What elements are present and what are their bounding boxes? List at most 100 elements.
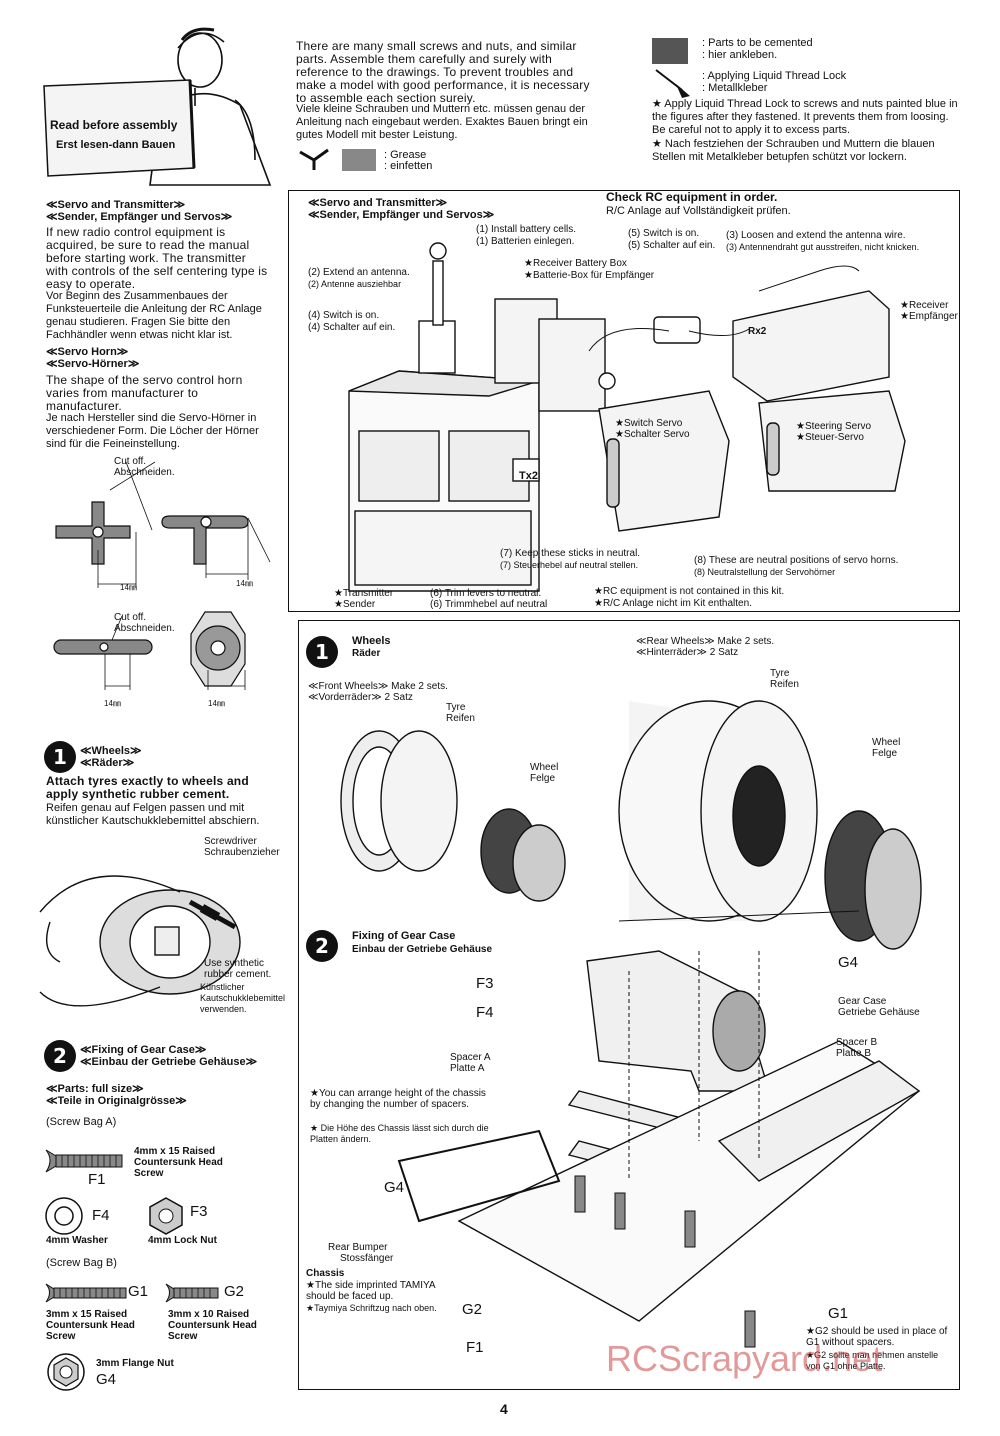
rear-tyre-de: Reifen: [770, 679, 799, 690]
f4-desc: 4mm Washer: [46, 1235, 108, 1246]
wheels-de: Räder: [352, 648, 381, 659]
cement-swatch: [652, 38, 688, 64]
rc-battery-en: (1) Install battery cells.: [476, 224, 577, 235]
label-g1: G1: [828, 1305, 849, 1322]
grease-gun-icon: [299, 148, 329, 170]
height-note-en: ★You can arrange height of the chassis b…: [310, 1088, 486, 1110]
rc-switch4-de: (4) Schalter auf ein.: [308, 322, 396, 333]
thread-lock-bottle-icon: [655, 69, 690, 98]
assembly-panel: [298, 620, 960, 1390]
rc-antenna-wire-en: (3) Loosen and extend the antenna wire.: [726, 230, 906, 241]
servo-text-de: Vor Beginn des Zusammenbaues der Funkste…: [46, 290, 262, 341]
rc-sticks-en: (7) Keep these sticks in neutral.: [500, 548, 641, 559]
servo-text-en: If new radio control equipment is acquir…: [46, 225, 268, 291]
rc-check-de: R/C Anlage auf Vollständigkeit prüfen.: [606, 205, 791, 217]
dim-14d: 14㎜: [208, 699, 225, 708]
rc-transmitter-de: ★Sender: [334, 599, 376, 610]
rear-wheel-en: Wheel: [872, 737, 901, 748]
step1-title-en: ≪Wheels≫: [80, 745, 142, 757]
rc-horns-de: (8) Neutralstellung der Servohörner: [694, 567, 836, 577]
threadlock-note-de: ★ Nach festziehen der Schrauben und Mutt…: [652, 138, 935, 163]
horn-text-en: The shape of the servo control horn vari…: [46, 373, 243, 413]
threadlock-note-en: ★ Apply Liquid Thread Lock to screws and…: [652, 98, 958, 136]
rc-extend-en: (2) Extend an antenna.: [308, 267, 410, 278]
rc-steering-en: ★Steering Servo: [796, 421, 872, 432]
front-wheel-de: Felge: [530, 773, 556, 784]
dim-14b: 14㎜: [236, 579, 253, 588]
front-wheel-en: Wheel: [530, 762, 559, 773]
bumper-en: Rear Bumper: [328, 1242, 388, 1253]
page-number: 4: [500, 1401, 508, 1417]
rear-wheels-en: ≪Rear Wheels≫ Make 2 sets.: [636, 636, 775, 647]
screwdriver-en: Screwdriver: [204, 836, 257, 847]
tyre-cement-drawing: [39, 875, 241, 1007]
rc-equipment-panel: [288, 190, 960, 612]
height-note-de: ★ Die Höhe des Chassis lässt sich durch …: [310, 1123, 489, 1144]
rc-steering-de: ★Steuer-Servo: [796, 432, 864, 443]
rubber-en-2: rubber cement.: [204, 969, 272, 980]
rc-title-de: ≪Sender, Empfänger und Servos≫: [308, 209, 495, 221]
rc-receiver-de: ★Empfänger: [900, 311, 958, 322]
label-f3: F3: [476, 975, 494, 992]
parts-title-en: ≪Parts: full size≫: [46, 1083, 144, 1095]
f4-washer-icon: [45, 1197, 83, 1235]
rc-rbox-de: ★Batterie-Box für Empfänger: [524, 270, 655, 281]
g2-code: G2: [224, 1283, 245, 1300]
front-tyre-de: Reifen: [446, 713, 475, 724]
step2-title-en: ≪Fixing of Gear Case≫: [80, 1044, 207, 1056]
g2-screw-icon: [165, 1283, 219, 1303]
watermark: RCScrapyard.net: [606, 1338, 883, 1379]
parts-title-de: ≪Teile in Originalgrösse≫: [46, 1095, 187, 1107]
servo-horns-drawing-2: [53, 611, 246, 690]
gear-en: Fixing of Gear Case: [352, 930, 456, 942]
assembly-drawing: [340, 700, 922, 1348]
spacer-b-en: Spacer B: [836, 1037, 878, 1048]
g2-desc: 3mm x 10 Raised Countersunk Head Screw: [168, 1309, 257, 1342]
rc-not-included-en: ★RC equipment is not contained in this k…: [594, 586, 785, 597]
step2-title-de: ≪Einbau der Getriebe Gehäuse≫: [80, 1056, 258, 1068]
rc-check-en: Check RC equipment in order.: [606, 190, 778, 204]
horn-text-de: Je nach Hersteller sind die Servo-Hörner…: [46, 412, 259, 450]
sign-line1: Read before assembly: [50, 118, 178, 132]
chassis-de: ★Taymiya Schriftzug nach oben.: [306, 1303, 437, 1313]
chassis-title: Chassis: [306, 1268, 345, 1279]
gear-de: Einbau der Getriebe Gehäuse: [352, 944, 493, 955]
rc-switch4-en: (4) Switch is on.: [308, 310, 380, 321]
gearcase-de: Getriebe Gehäuse: [838, 1007, 920, 1018]
g1-code: G1: [128, 1283, 149, 1300]
cutoff2-en: Cut off.: [114, 612, 147, 623]
rubber-en-1: Use synthetic: [204, 958, 265, 969]
chassis-en: ★The side imprinted TAMIYA should be fac…: [306, 1280, 436, 1302]
rc-switch5-en: (5) Switch is on.: [628, 228, 700, 239]
wheels-en: Wheels: [352, 635, 391, 647]
step2-badge: 2: [44, 1040, 76, 1072]
f1-code: F1: [88, 1171, 106, 1188]
f1-screw-icon: [45, 1149, 123, 1173]
rc-rx2-label: Rx2: [748, 326, 767, 337]
label-f4: F4: [476, 1004, 494, 1021]
rc-antenna-wire-de: (3) Antennendraht gut ausstreifen, nicht…: [726, 242, 920, 252]
sign-line2: Erst lesen-dann Bauen: [56, 139, 176, 151]
spacer-a-de: Platte A: [450, 1063, 485, 1074]
threadlock-en: : Applying Liquid Thread Lock: [702, 70, 847, 82]
assembly-step1-badge: 1: [306, 636, 338, 668]
step1-text-en: Attach tyres exactly to wheels and apply…: [46, 774, 249, 801]
g4-flange-nut-icon: [47, 1353, 85, 1391]
grease-swatch: [342, 149, 376, 171]
rc-switch5-de: (5) Schalter auf ein.: [628, 240, 716, 251]
servo-title-de: ≪Sender, Empfänger und Servos≫: [46, 211, 233, 223]
cement-de: : hier ankleben.: [702, 49, 778, 61]
g1-desc: 3mm x 15 Raised Countersunk Head Screw: [46, 1309, 135, 1342]
label-g2: G2: [462, 1301, 483, 1318]
dim-14a: 14㎜: [120, 583, 137, 592]
rc-trim-en: (6) Trim levers to neutral.: [430, 588, 542, 599]
spacer-b-de: Platte B: [836, 1048, 872, 1059]
label-f1: F1: [466, 1339, 484, 1356]
rc-extend-de: (2) Antenne ausziehbar: [308, 279, 402, 289]
rc-rbox-en: ★Receiver Battery Box: [524, 258, 627, 269]
rear-wheel-de: Felge: [872, 748, 898, 759]
rc-switch-servo-de: ★Schalter Servo: [615, 429, 690, 440]
f4-code: F4: [92, 1207, 110, 1224]
cement-en: : Parts to be cemented: [702, 37, 813, 49]
threadlock-de: : Metallkleber: [702, 82, 768, 94]
